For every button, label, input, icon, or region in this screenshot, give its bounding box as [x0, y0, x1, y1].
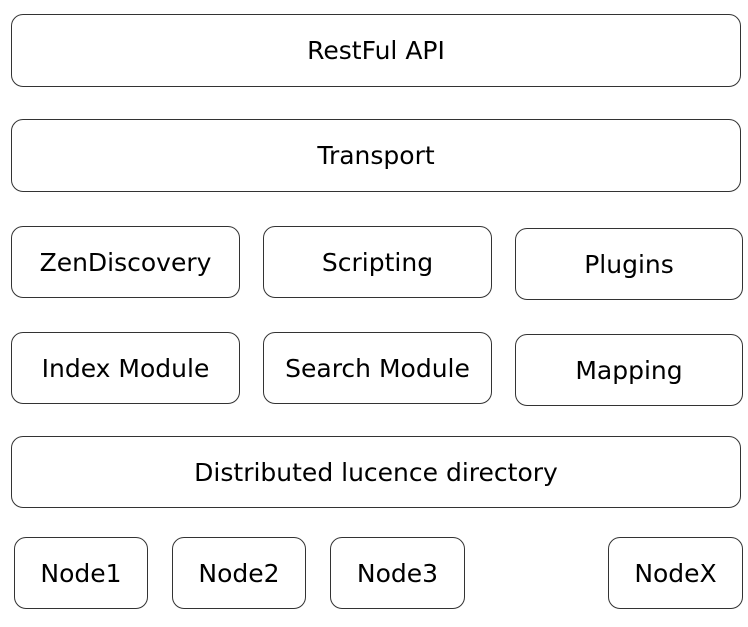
- restful-api-box: RestFul API: [11, 14, 741, 87]
- node-label: Node3: [356, 558, 439, 588]
- distributed-directory-box: Distributed lucence directory: [11, 436, 741, 508]
- plugins-label: Plugins: [584, 249, 674, 279]
- node-label: Node2: [198, 558, 280, 588]
- search-module-label: Search Module: [285, 353, 470, 383]
- node-box: Node1: [14, 537, 148, 609]
- zendiscovery-box: ZenDiscovery: [11, 226, 240, 298]
- scripting-box: Scripting: [263, 226, 492, 298]
- plugins-box: Plugins: [515, 228, 743, 300]
- zendiscovery-label: ZenDiscovery: [39, 247, 212, 277]
- node-label: NodeX: [634, 558, 717, 588]
- node-box: Node2: [172, 537, 306, 609]
- index-module-box: Index Module: [11, 332, 240, 404]
- search-module-box: Search Module: [263, 332, 492, 404]
- mapping-box: Mapping: [515, 334, 743, 406]
- scripting-label: Scripting: [321, 247, 434, 277]
- transport-label: Transport: [317, 141, 435, 170]
- node-label: Node1: [40, 558, 122, 588]
- index-module-label: Index Module: [41, 353, 210, 383]
- node-box: Node3: [330, 537, 465, 609]
- node-box: NodeX: [608, 537, 743, 609]
- transport-box: Transport: [11, 119, 741, 192]
- restful-api-label: RestFul API: [307, 36, 445, 65]
- distributed-directory-label: Distributed lucence directory: [194, 457, 558, 487]
- mapping-label: Mapping: [575, 355, 683, 385]
